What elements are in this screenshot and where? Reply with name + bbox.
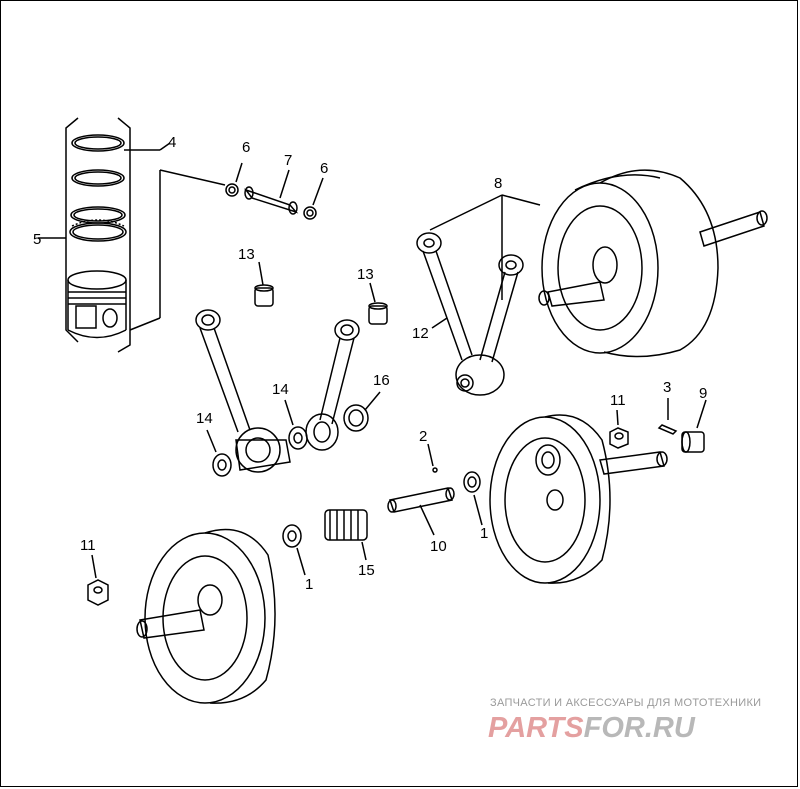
callout-4: 4 <box>168 134 176 151</box>
connecting-rod-assembly <box>416 232 524 396</box>
callout-11: 11 <box>80 537 96 554</box>
upper-small-parts <box>609 398 707 453</box>
thrust-washers <box>206 391 381 477</box>
crankpin-assembly <box>282 443 483 576</box>
small-end-bushings <box>254 261 388 325</box>
callout-13: 13 <box>238 246 255 263</box>
callout-5: 5 <box>33 231 41 248</box>
connecting-rod-left <box>195 309 291 473</box>
watermark-logo: PARTSFOR.RU <box>488 712 695 745</box>
callout-13: 13 <box>357 266 374 283</box>
callout-1: 1 <box>480 525 488 542</box>
callout-6: 6 <box>242 139 250 156</box>
piston-rings <box>69 134 171 242</box>
callout-1: 1 <box>305 576 313 593</box>
callout-16: 16 <box>373 372 390 389</box>
callout-11: 11 <box>610 392 626 409</box>
callout-14: 14 <box>196 410 213 427</box>
callout-12: 12 <box>412 325 429 342</box>
callout-7: 7 <box>284 152 292 169</box>
callout-10: 10 <box>430 538 447 555</box>
callout-labels: 4 5 6 7 6 8 13 13 12 14 16 14 11 3 9 2 1… <box>33 134 707 593</box>
callout-9: 9 <box>699 385 707 402</box>
piston-pin-assembly <box>225 162 324 220</box>
flywheel-upper <box>429 169 768 358</box>
callout-15: 15 <box>358 562 375 579</box>
piston-group-bracket <box>38 117 131 353</box>
watermark-brand-part1: PARTS <box>488 712 584 744</box>
callout-14: 14 <box>272 381 289 398</box>
piston <box>67 169 226 339</box>
callout-8: 8 <box>494 175 502 192</box>
watermark-subtitle: ЗАПЧАСТИ И АКСЕССУАРЫ ДЛЯ МОТОТЕХНИКИ <box>490 697 762 709</box>
flywheel-lower-right <box>489 414 668 584</box>
callout-2: 2 <box>419 428 427 445</box>
flywheel-lower-left <box>87 528 276 704</box>
watermark-brand-part2: FOR.RU <box>583 712 695 744</box>
callout-3: 3 <box>663 379 671 396</box>
callout-6: 6 <box>320 160 328 177</box>
